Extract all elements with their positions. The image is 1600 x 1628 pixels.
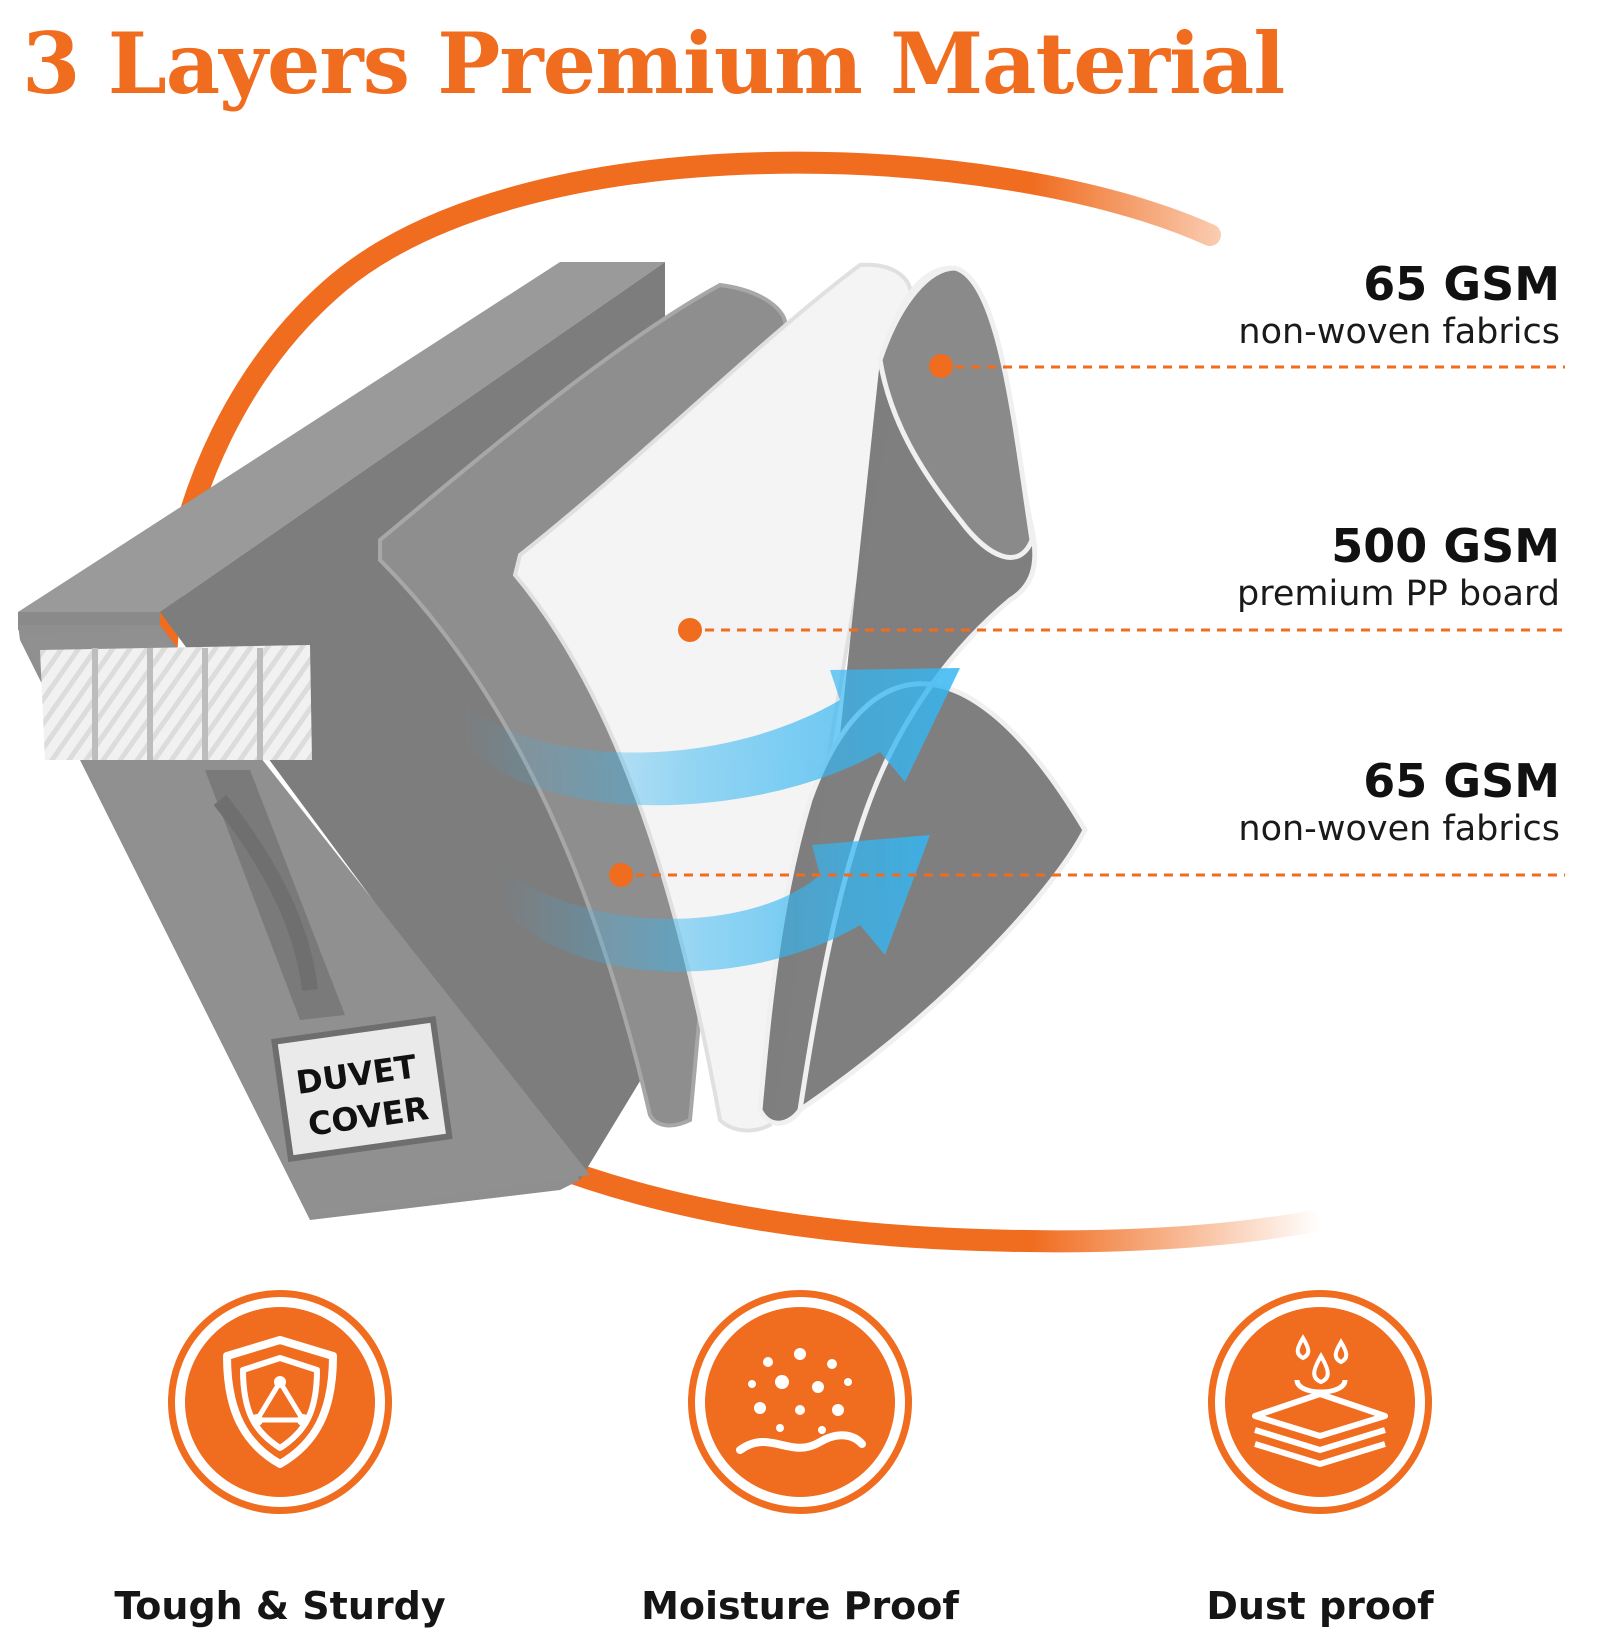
feature-badge: [688, 1290, 912, 1514]
feature-label: Tough & Sturdy: [114, 1584, 446, 1628]
layer-label-inner: 65 GSM non-woven fabrics: [1238, 755, 1560, 852]
page-title: 3 Layers Premium Material: [22, 14, 1285, 113]
layer-gsm: 500 GSM: [1331, 519, 1560, 573]
callout-leaders: [609, 354, 1565, 887]
feature-tough-sturdy: Tough & Sturdy: [100, 1290, 460, 1628]
feature-badge: [168, 1290, 392, 1514]
feature-label: Dust proof: [1206, 1584, 1434, 1628]
layer-gsm: 65 GSM: [1363, 257, 1560, 311]
feature-badge: [1208, 1290, 1432, 1514]
layer-description: non-woven fabrics: [1238, 808, 1560, 849]
layers-droplet-icon: [1252, 1334, 1388, 1467]
moisture-icon: [736, 1348, 866, 1454]
feature-moisture-proof: Moisture Proof: [620, 1290, 980, 1628]
layer-description: non-woven fabrics: [1238, 311, 1560, 352]
feature-dust-proof: Dust proof: [1140, 1290, 1500, 1628]
layer-gsm: 65 GSM: [1363, 754, 1560, 808]
shield-icon: [223, 1336, 337, 1468]
layer-description: premium PP board: [1237, 573, 1560, 614]
layer-label-outer: 65 GSM non-woven fabrics: [1238, 258, 1560, 355]
feature-label: Moisture Proof: [641, 1584, 959, 1628]
layer-label-middle: 500 GSM premium PP board: [1237, 520, 1560, 617]
airflow-arrows: [460, 668, 960, 972]
storage-box: [18, 262, 665, 1220]
